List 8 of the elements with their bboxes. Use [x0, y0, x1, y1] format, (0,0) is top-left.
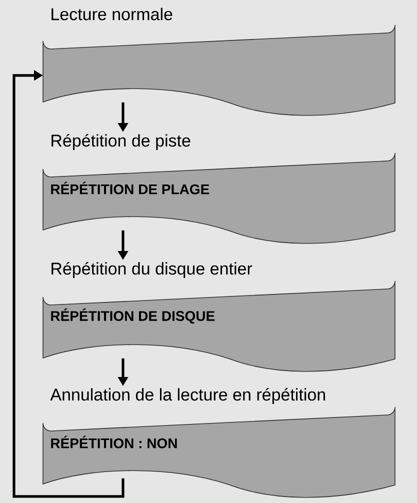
mode-heading: Annulation de la lecture en répétition — [50, 388, 325, 404]
mode-heading: Répétition de piste — [52, 134, 190, 150]
display-box: RÉPÉTITION DE PLAGE — [42, 152, 396, 244]
arrow — [12, 70, 124, 498]
display-box: RÉPÉTITION : NON — [42, 406, 396, 498]
mode-heading: Répétition du disque entier — [52, 262, 252, 278]
display-box: RÉPÉTITION DE DISQUE — [42, 280, 396, 372]
mode-heading: Lecture normale — [52, 8, 172, 20]
